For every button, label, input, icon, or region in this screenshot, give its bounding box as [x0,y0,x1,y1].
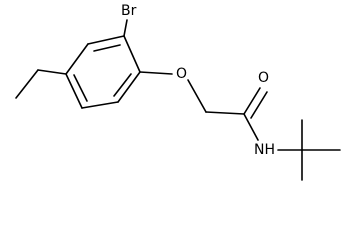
carbonyl-double-bond [250,91,268,119]
bond-carbonyl-to-nitrogen [243,113,259,141]
bond-oxygen-to-methylene [187,79,207,113]
ring-double-bond-inner [93,44,121,52]
bond-to-bromine [123,19,128,37]
bond-methylene-to-carbonyl [205,111,245,115]
ring-double-bond-inner [73,74,88,102]
benzene-ring [65,35,141,109]
ethyl-bond [37,69,67,75]
ring-bond [87,35,125,45]
ring-bond [81,101,119,109]
amide-nitrogen-label: NH [254,142,275,158]
tert-butyl-group [301,119,341,181]
ring-bond [123,35,141,73]
ethyl-bond [15,69,39,99]
ring-bond [65,43,89,75]
carbonyl-double-bond [243,87,261,115]
carbonyl-oxygen-label: O [258,70,269,86]
ring-bond [65,73,83,109]
bond-ring-to-ether-oxygen [139,71,173,75]
ring-bond [117,71,141,103]
ring-double-bond-inner [113,73,132,97]
bromine-label: Br [121,3,137,19]
molecule-structure-diagram: Br O O NH [15,3,341,181]
ether-oxygen-label: O [176,66,187,82]
